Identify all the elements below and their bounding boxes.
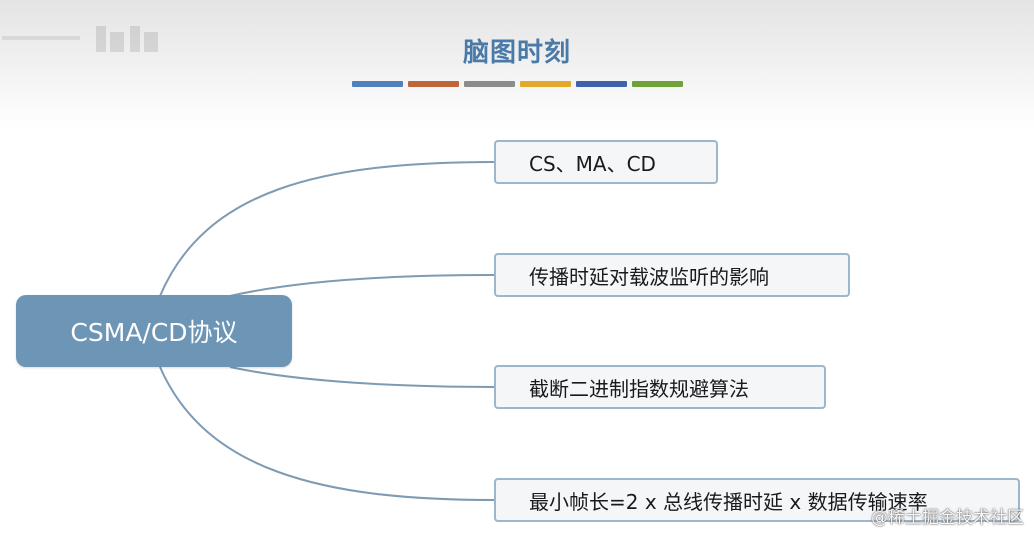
branch-label-3: 截断二进制指数规避算法 [529,376,749,401]
branch-label-4: 最小帧长=2 x 总线传播时延 x 数据传输速率 [529,489,928,514]
color-strip-4 [520,81,571,87]
branch-node-2: 传播时延对载波监听的影响 [494,253,850,297]
color-strip-5 [576,81,627,87]
branch-node-1: CS、MA、CD [494,140,718,184]
branch-label-2: 传播时延对载波监听的影响 [529,264,769,289]
color-strip-2 [408,81,459,87]
slide-title: 脑图时刻 [462,38,571,68]
color-strip-6 [632,81,683,87]
color-strip-3 [464,81,515,87]
branch-node-4: 最小帧长=2 x 总线传播时延 x 数据传输速率 [494,478,1020,522]
color-strip-1 [352,81,403,87]
central-topic-label: CSMA/CD协议 [70,318,238,347]
connector-branch-3 [229,366,495,388]
branch-node-3: 截断二进制指数规避算法 [494,365,826,409]
connector-branch-1 [159,161,495,297]
central-topic-node: CSMA/CD协议 [16,295,292,367]
connector-branch-2 [229,274,495,297]
watermark-logo-icon [2,26,158,52]
watermark-text: @稀土掘金技术社区 [871,508,1024,528]
connector-branch-4 [159,366,495,501]
branch-label-1: CS、MA、CD [529,151,656,176]
